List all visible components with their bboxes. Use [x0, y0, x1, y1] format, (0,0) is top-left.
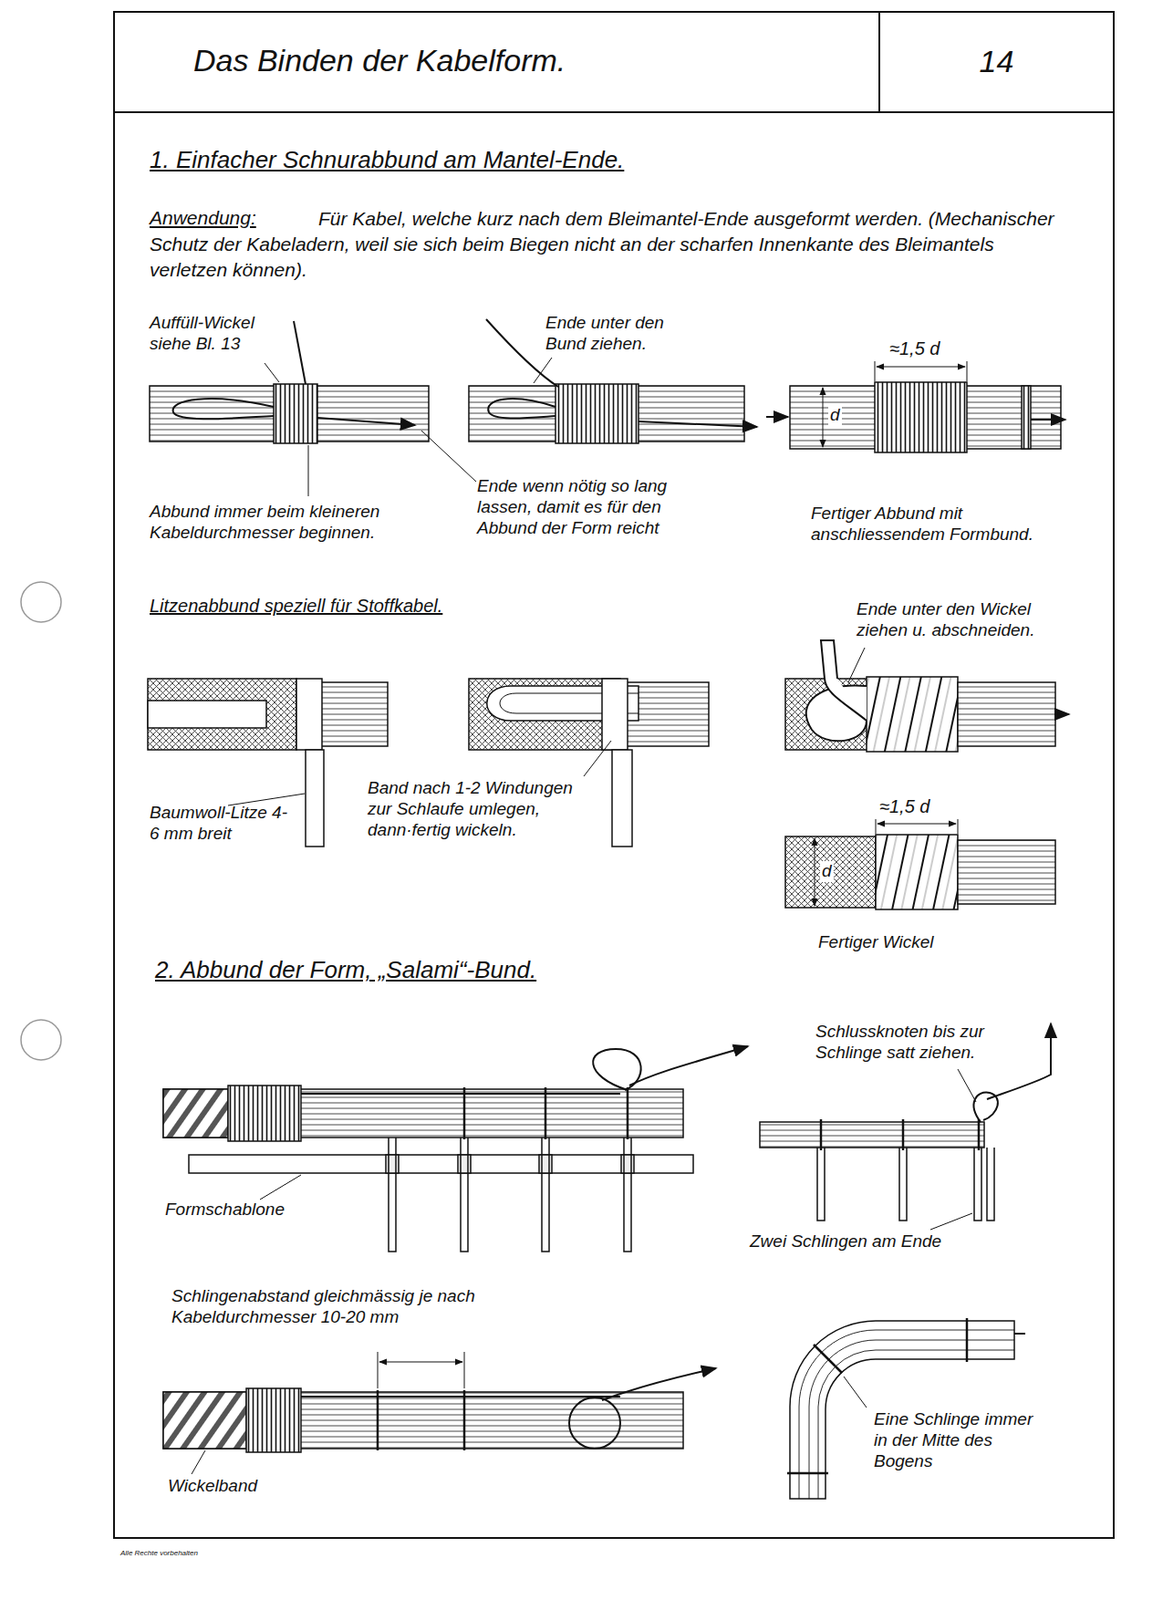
dimension: ≈1,5 d: [889, 337, 940, 360]
subheading: Litzenabbund speziell für Stoffkabel.: [149, 594, 443, 617]
callout: Band nach 1-2 Windungen zur Schlaufe uml…: [367, 778, 596, 841]
section-heading: 1. Einfacher Schnurabbund am Mantel-Ende…: [149, 145, 624, 175]
callout: Abbund immer beim kleineren Kabeldurchme…: [149, 501, 424, 544]
callout: Ende wenn nötig so lang lassen, damit es…: [477, 476, 724, 539]
callout: Baumwoll-Litze 4-6 mm breit: [149, 802, 291, 845]
section-heading: 2. Abbund der Form, „Salami“-Bund.: [155, 955, 537, 985]
caption-note: Fertiger Abbund mit anschliessendem Form…: [810, 503, 1085, 546]
sheet-title: Das Binden der Kabelform.: [193, 41, 566, 80]
page-number: 14: [879, 42, 1114, 81]
callout: Auffüll-Wickel siehe Bl. 13: [149, 312, 287, 355]
callout: Schlussknoten bis zur Schlinge satt zieh…: [815, 1021, 1030, 1064]
note: Für Kabel, welche kurz nach dem Bleimant…: [149, 206, 1055, 283]
callout: Ende unter den Wickel ziehen u. abschnei…: [856, 599, 1080, 642]
note-heading: Anwendung:: [149, 206, 257, 229]
callout: Schlingenabstand gleichmässig je nach Ka…: [171, 1286, 478, 1329]
callout: Eine Schlinge immer in der Mitte des Bog…: [873, 1409, 1043, 1472]
caption-note: Fertiger Wickel: [818, 932, 935, 954]
callout: Formschablone: [165, 1199, 285, 1221]
callout: Ende unter den Bund ziehen.: [545, 312, 706, 355]
dimension: d: [820, 861, 834, 883]
callout: Zwei Schlingen am Ende: [747, 1231, 944, 1253]
footer: Alle Rechte vorbehalten: [120, 1548, 198, 1558]
dimension: ≈1,5 d: [879, 795, 930, 818]
dimension: d: [828, 404, 842, 426]
callout: Wickelband: [167, 1475, 258, 1497]
